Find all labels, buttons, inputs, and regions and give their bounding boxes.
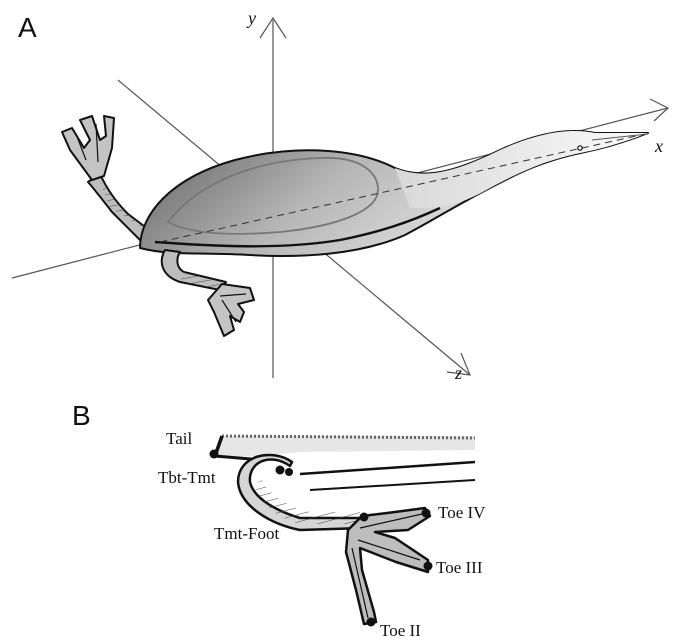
x-axis-label: x <box>654 136 663 156</box>
toe-iii-label: Toe III <box>436 558 483 577</box>
tbt-tmt-marker-2 <box>285 468 293 476</box>
z-axis-label: z <box>454 363 462 383</box>
toe-ii-label: Toe II <box>380 621 421 640</box>
tbt-tmt-marker-1 <box>276 466 285 475</box>
tmt-foot-marker <box>360 513 369 522</box>
toe-iv-label: Toe IV <box>438 503 486 522</box>
far-foot <box>62 116 114 180</box>
toe-iv-marker <box>422 509 431 518</box>
toe-ii-marker <box>367 618 376 627</box>
tail-marker <box>210 450 219 459</box>
tail-label: Tail <box>166 429 192 448</box>
marker-labels: Tail Tbt-Tmt Tmt-Foot Toe IV Toe III Toe… <box>158 429 486 640</box>
y-axis-label: y <box>246 8 256 28</box>
bird-illustration <box>62 116 648 336</box>
closeup-body <box>210 436 475 458</box>
closeup-foot <box>346 508 430 624</box>
toe-iii-marker <box>424 562 433 571</box>
tmt-foot-label: Tmt-Foot <box>214 524 279 543</box>
tbt-tmt-label: Tbt-Tmt <box>158 468 216 487</box>
near-foot <box>208 284 254 336</box>
